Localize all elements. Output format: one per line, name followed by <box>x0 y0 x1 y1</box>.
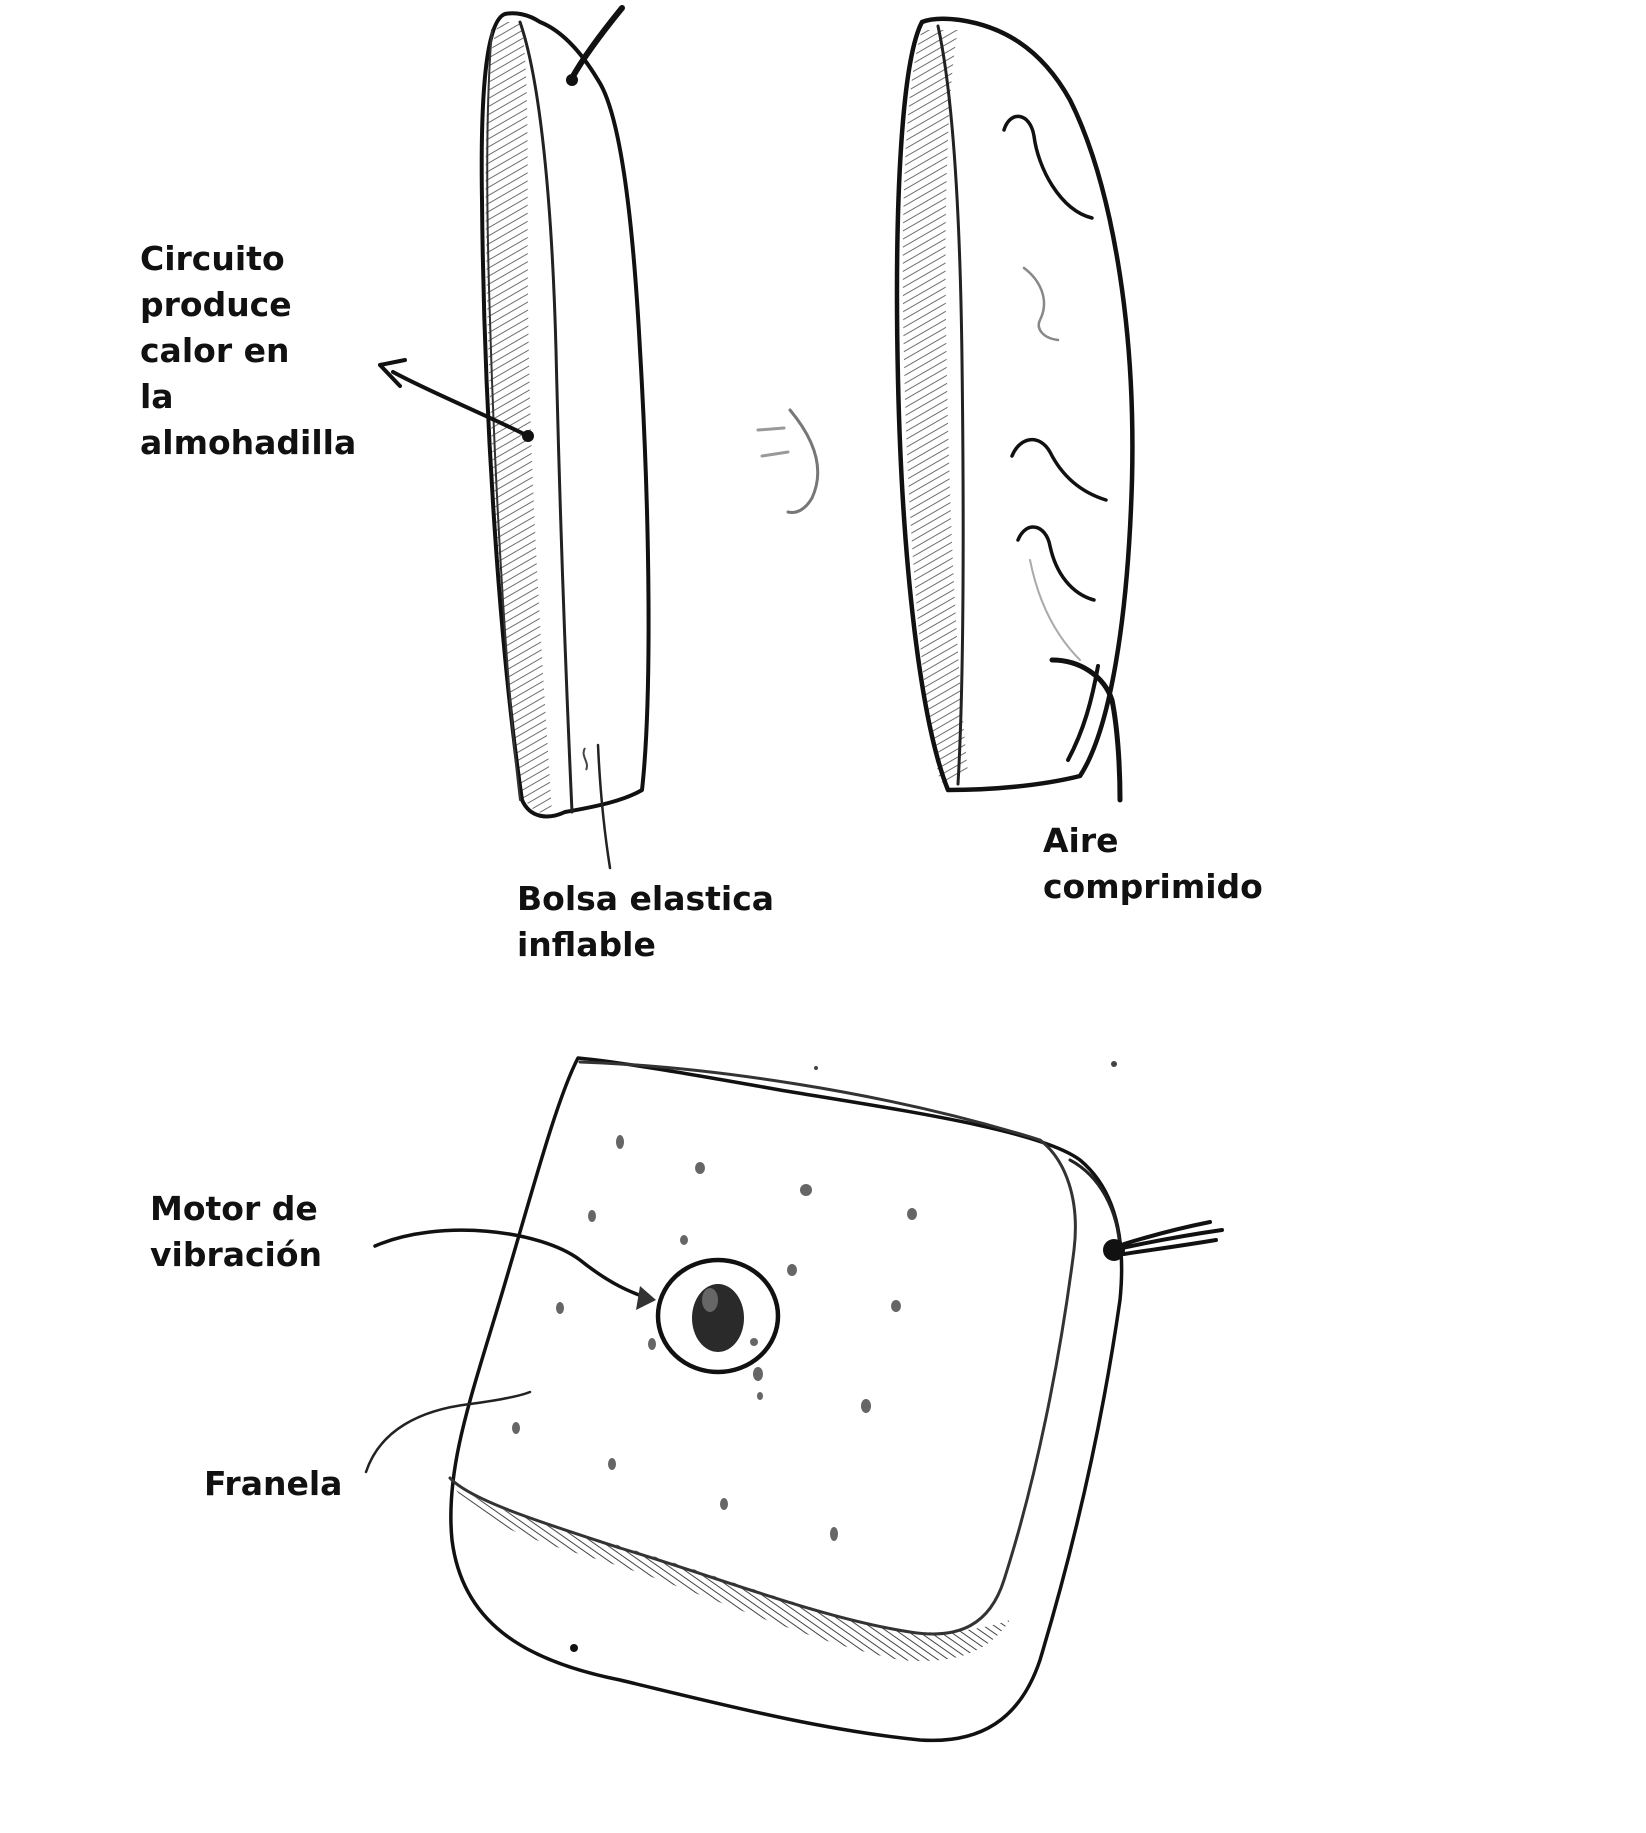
tufting-dot <box>608 1458 616 1470</box>
heating-circuit-label-line: produce <box>140 282 356 328</box>
heating-circuit-label-line: almohadilla <box>140 420 356 466</box>
tufting-dot <box>648 1338 656 1350</box>
tufting-dot <box>750 1338 758 1346</box>
vibration-motor <box>658 1260 778 1372</box>
tufting-dot <box>695 1162 705 1174</box>
square-cushion-sketch <box>450 1058 1222 1740</box>
air-squiggle-5 <box>1030 560 1080 660</box>
air-squiggle-4 <box>1018 527 1094 600</box>
flannel-leader <box>366 1392 530 1472</box>
deflated-pad-valve-dot <box>566 74 578 86</box>
pencil-dot <box>1111 1061 1117 1067</box>
pencil-dot <box>814 1066 818 1070</box>
heating-circuit-label-line: la <box>140 374 356 420</box>
cushion-outline <box>451 1058 1122 1740</box>
double-chevron-right-icon <box>758 410 818 512</box>
tufting-dot <box>680 1235 688 1245</box>
tufting-dot <box>907 1208 917 1220</box>
inflated-pad-shading <box>903 30 968 783</box>
tufting-dot <box>891 1300 901 1312</box>
power-cord-plug <box>1103 1239 1125 1261</box>
tufting-dot <box>861 1399 871 1413</box>
deflated-pad-sketch <box>482 8 649 816</box>
tufting-dot <box>616 1135 624 1149</box>
heating-circuit-label-line: calor en <box>140 328 356 374</box>
vibration-motor-label-line: vibración <box>150 1232 322 1278</box>
vibration-motor-label-line: Motor de <box>150 1186 322 1232</box>
tufting-dot <box>720 1498 728 1510</box>
compressed-air-label-line: comprimido <box>1043 864 1263 910</box>
inflatable-bag-label-line: inflable <box>517 922 774 968</box>
deflated-pad-squiggle <box>584 748 587 770</box>
air-squiggle-3 <box>1012 440 1106 500</box>
heating-circuit-label-line: Circuito <box>140 236 356 282</box>
tufting-dot <box>787 1264 797 1276</box>
vibration-motor-core-shine <box>702 1288 718 1312</box>
tufting-dot <box>512 1422 520 1434</box>
vibration-motor-core <box>692 1284 744 1352</box>
tufting-dot <box>757 1392 763 1400</box>
compressed-air-label-line: Aire <box>1043 818 1263 864</box>
flannel-label: Franela <box>204 1461 342 1507</box>
pencil-dot <box>570 1644 578 1652</box>
transform-arrow-curve <box>788 410 818 512</box>
inflatable-bag-label: Bolsa elastica inflable <box>517 876 774 968</box>
air-squiggle-1 <box>1004 116 1092 218</box>
deflated-pad-valve <box>572 8 622 78</box>
tufting-dot <box>800 1184 812 1196</box>
vibration-motor-label: Motor de vibración <box>150 1186 322 1278</box>
compressed-air-label: Aire comprimido <box>1043 818 1263 910</box>
inflatable-bag-label-line: Bolsa elastica <box>517 876 774 922</box>
transform-arrow-tick-bottom <box>762 452 788 456</box>
transform-arrow-tick-top <box>758 428 784 430</box>
heating-circuit-label: Circuito produce calor en la almohadilla <box>140 236 356 466</box>
tufting-dot <box>753 1367 763 1381</box>
tufting-dot <box>588 1210 596 1222</box>
vibration-motor-arrowhead <box>636 1286 656 1310</box>
air-squiggle-2 <box>1024 268 1058 340</box>
cushion-power-cord <box>1103 1222 1222 1261</box>
inflated-pad-sketch <box>897 19 1132 800</box>
flannel-label-line: Franela <box>204 1461 342 1507</box>
tufting-dot <box>830 1527 838 1541</box>
vibration-motor-leader-line <box>375 1230 652 1300</box>
power-cord-wire <box>1122 1222 1222 1254</box>
tufting-dot <box>556 1302 564 1314</box>
heating-circuit-point <box>522 430 534 442</box>
